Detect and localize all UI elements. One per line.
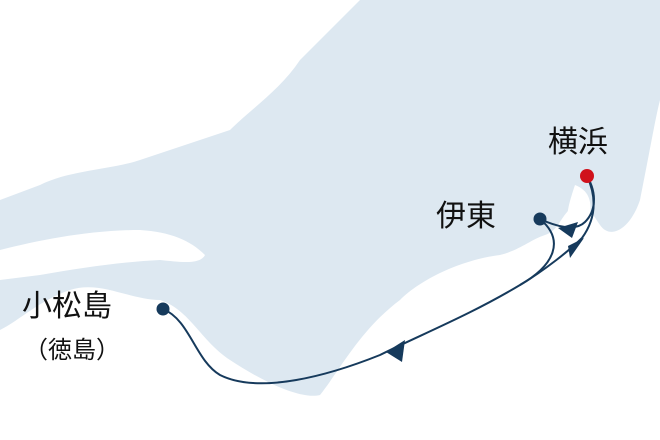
arrow-icon xyxy=(568,238,584,258)
komatsushima-marker[interactable] xyxy=(156,302,170,316)
cruise-route xyxy=(162,175,595,385)
ito-marker[interactable] xyxy=(533,212,547,226)
sea-of-japan xyxy=(0,0,360,200)
arrow-icon xyxy=(558,222,578,238)
port-label-tokushima: （徳島） xyxy=(24,336,120,364)
port-label-komatsushima: 小松島 xyxy=(22,289,112,324)
yokohama-marker[interactable] xyxy=(580,169,594,183)
inland-sea xyxy=(0,230,205,280)
tokyo-bay xyxy=(567,185,591,230)
route-return xyxy=(519,175,595,286)
port-label-yokohama: 横浜 xyxy=(548,125,608,160)
port-label-ito: 伊東 xyxy=(436,199,496,234)
pacific-ocean xyxy=(0,100,660,440)
arrow-icon xyxy=(386,340,405,362)
